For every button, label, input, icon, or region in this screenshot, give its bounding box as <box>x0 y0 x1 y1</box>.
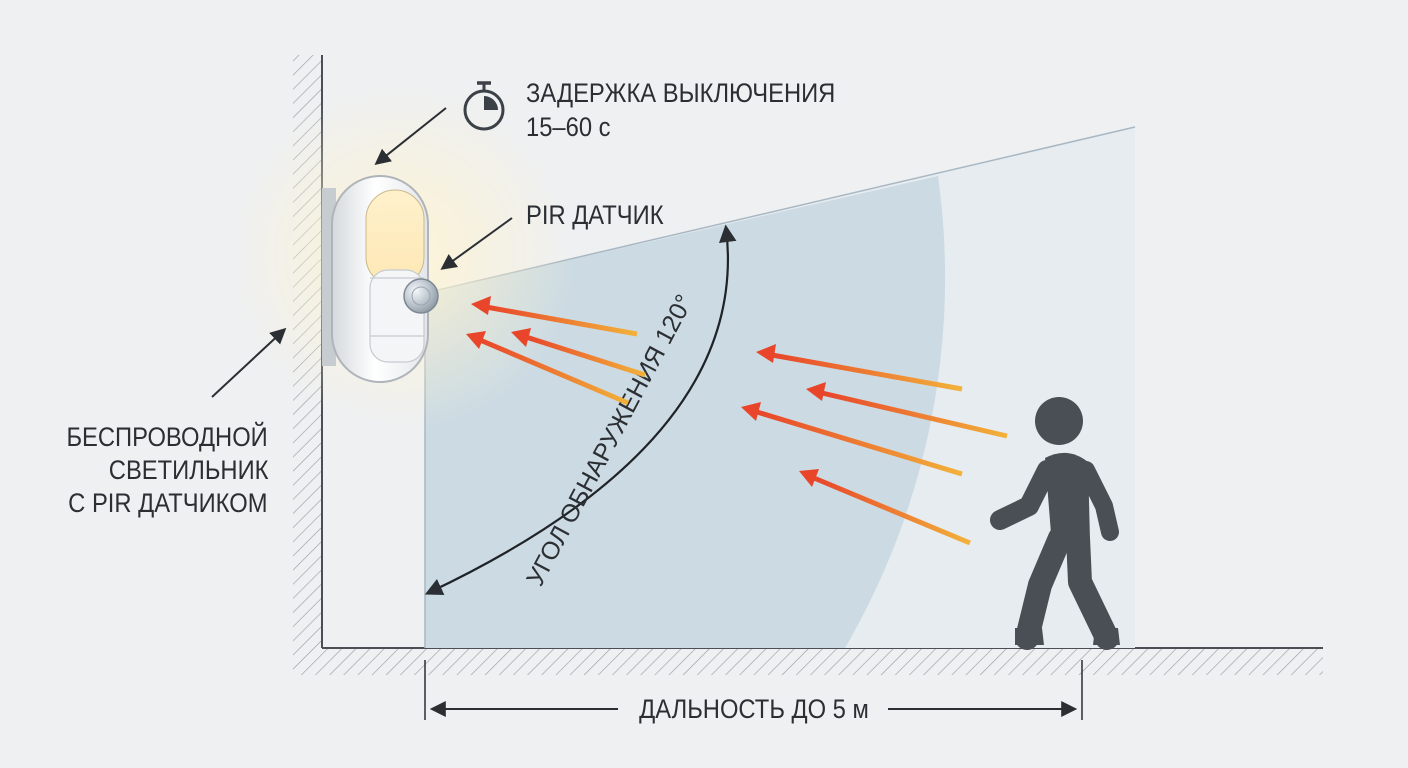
off-delay-value: 15–60 с <box>526 112 611 142</box>
ir-arrow-head <box>471 296 491 315</box>
ir-signal-arrows <box>466 296 1008 546</box>
ir-arrow-head <box>756 344 776 363</box>
ir-arrow-head <box>806 382 826 401</box>
pir-sensor-label: PIR ДАТЧИК <box>526 200 664 230</box>
ir-arrow <box>479 337 629 406</box>
luminaire-label-line1: БЕСПРОВОДНОЙ <box>66 422 268 452</box>
wall-lamp-icon <box>322 175 439 383</box>
floor <box>293 647 1323 675</box>
stopwatch-icon <box>463 81 505 131</box>
range-dimension <box>424 660 1083 720</box>
ir-arrow <box>821 390 1008 439</box>
luminaire-label-line3: С PIR ДАТЧИКОМ <box>68 488 268 518</box>
off-delay-leader-arrow <box>374 107 447 165</box>
range-label: ДАЛЬНОСТЬ ДО 5 м <box>639 694 869 724</box>
ir-arrow <box>485 304 638 337</box>
detection-angle-arc <box>424 224 737 595</box>
pir-lens-icon <box>403 278 439 314</box>
ir-arrow <box>813 475 971 546</box>
ir-arrow <box>525 334 646 378</box>
ir-arrow <box>756 409 963 477</box>
walking-person-icon <box>990 397 1120 650</box>
ir-arrow-head <box>799 469 819 487</box>
ir-arrow-head <box>466 331 486 349</box>
luminaire-leader-arrow <box>211 327 287 398</box>
ir-arrow <box>771 352 963 392</box>
off-delay-title: ЗАДЕРЖКА ВЫКЛЮЧЕНИЯ <box>526 78 836 108</box>
luminaire-label-line2: СВЕТИЛЬНИК <box>108 455 268 485</box>
ir-arrow-head <box>741 402 761 421</box>
ir-arrow-head <box>511 328 531 347</box>
